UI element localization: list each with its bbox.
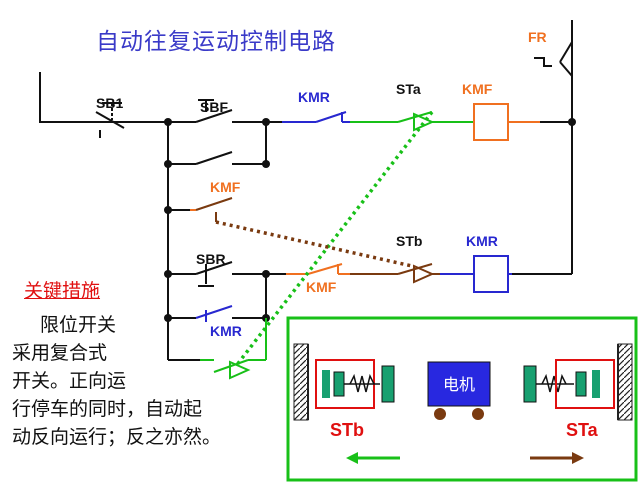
kmf-coil	[473, 103, 540, 141]
cart-wheel-left	[434, 408, 446, 420]
sbf-label: SBF	[200, 99, 228, 115]
kmf-nc-label: KMF	[306, 279, 337, 295]
left-wall	[293, 343, 309, 421]
sta-linkage-dotted	[234, 110, 434, 368]
stb-linkage-dotted	[215, 220, 413, 268]
note-line-1: 限位开关	[40, 314, 117, 336]
kmr-nc-top-label: KMR	[298, 89, 330, 105]
note-line-2: 采用复合式	[12, 342, 108, 364]
kmr-coil	[440, 255, 512, 293]
kmf-nc-contact-lower	[286, 263, 350, 275]
cart-wheel-right	[472, 408, 484, 420]
kmf-hold-label: KMF	[210, 179, 241, 195]
kmr-hold-contact	[195, 305, 233, 322]
page-title: 自动往复运动控制电路	[96, 29, 336, 55]
kmf-coil-label: KMF	[462, 81, 493, 97]
sta-nc-contact	[350, 111, 474, 132]
right-wall	[617, 343, 633, 421]
inset-sta-label: STa	[566, 420, 599, 440]
main-wiring	[39, 20, 573, 361]
kmr-coil-label: KMR	[466, 233, 498, 249]
sta-no-contact	[200, 318, 267, 380]
left-arrow	[346, 452, 400, 464]
inset-stb-label: STb	[330, 420, 364, 440]
note-line-5: 动反向运行；反之亦然。	[12, 426, 222, 448]
motor-cart	[427, 361, 491, 407]
mechanical-inset: 电机 STb STa	[286, 316, 638, 482]
note-line-4: 行停车的同时，自动起	[12, 398, 203, 420]
kmr-nc-contact-top	[282, 111, 350, 123]
fr-label: FR	[528, 29, 547, 45]
key-measures-heading: 关键措施	[24, 280, 101, 302]
right-arrow	[530, 452, 584, 464]
kmf-nc-reverse	[195, 197, 233, 222]
stb-label: STb	[396, 233, 422, 249]
junction-nodes	[164, 118, 576, 322]
sta-switch-box	[555, 359, 615, 409]
note-line-3: 开关。正向运	[12, 370, 127, 392]
motor-label: 电机	[443, 375, 475, 394]
sbr-label: SBR	[196, 251, 226, 267]
sb1-label: SB1	[96, 95, 123, 111]
sta-label: STa	[396, 81, 421, 97]
kmr-hold-label: KMR	[210, 323, 242, 339]
